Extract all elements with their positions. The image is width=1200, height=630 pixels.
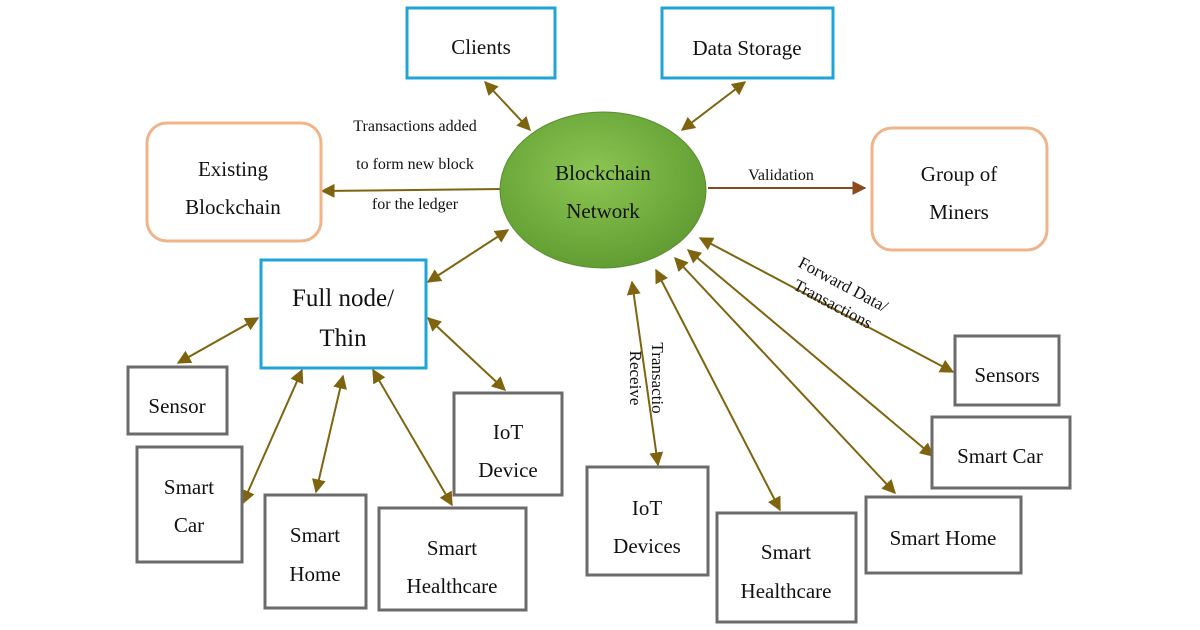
- right-sensors-box: Sensors: [953, 334, 1061, 407]
- right-smart-home-label: Smart Home: [890, 526, 997, 550]
- miners-line1: Group of: [921, 162, 997, 186]
- left-smart-car-box: Smart Car: [135, 445, 244, 564]
- right-smart-healthcare-line1: Smart: [761, 540, 811, 564]
- clients-box: Clients: [405, 6, 557, 80]
- edge-fullnode-smart-healthcare: [372, 368, 453, 507]
- transactions-added-line2: to form new block: [356, 156, 474, 173]
- transaction-receive-label: Transactio Receive: [626, 342, 667, 413]
- left-iot-device-line1: IoT: [493, 420, 523, 444]
- right-smart-car-box: Smart Car: [930, 415, 1072, 490]
- existing-blockchain-box: Existing Blockchain: [145, 121, 323, 243]
- transactions-added-label: Transactions added to form new block for…: [353, 118, 476, 213]
- right-iot-devices-box: IoT Devices: [585, 465, 710, 577]
- left-smart-healthcare-box: Smart Healthcare: [377, 506, 528, 612]
- right-smart-healthcare-line2: Healthcare: [741, 579, 832, 603]
- edge-storage-hub: [680, 81, 747, 131]
- edge-fullnode-sensor: [176, 317, 260, 364]
- left-smart-healthcare-line1: Smart: [427, 536, 477, 560]
- left-smart-home-line2: Home: [289, 562, 340, 586]
- hub-line2: Network: [566, 199, 640, 223]
- edge-hub-sensors: [698, 237, 955, 373]
- existing-blockchain-line1: Existing: [198, 157, 269, 181]
- full-node-line1: Full node/: [292, 285, 394, 312]
- left-iot-device-box: IoT Device: [452, 391, 564, 497]
- right-iot-devices-line2: Devices: [613, 534, 681, 558]
- data-storage-box: Data Storage: [660, 6, 835, 80]
- validation-label: Validation: [748, 167, 814, 184]
- edge-clients-hub: [484, 80, 531, 132]
- full-node-line2: Thin: [319, 325, 367, 352]
- left-smart-car-line1: Smart: [164, 475, 214, 499]
- edge-fullnode-smart-car: [241, 368, 304, 505]
- full-node-box: Full node/ Thin: [259, 258, 428, 370]
- blockchain-network-hub: Blockchain Network: [499, 111, 707, 269]
- left-sensor-box: Sensor: [126, 365, 229, 436]
- left-sensor-label: Sensor: [148, 394, 205, 418]
- forward-data-label: Forward Data/ Transactions: [790, 253, 891, 333]
- hub-line1: Blockchain: [555, 161, 651, 185]
- edge-hub-iot-devices: [626, 280, 664, 467]
- transaction-receive-line2: Receive: [626, 351, 645, 406]
- transaction-receive-line1: Transactio: [648, 342, 667, 413]
- left-smart-car-line2: Car: [174, 513, 204, 537]
- edge-fullnode-hub: [426, 229, 510, 283]
- left-smart-home-line1: Smart: [290, 523, 340, 547]
- transactions-added-line1: Transactions added: [353, 118, 476, 135]
- edge-fullnode-iot-device: [426, 317, 507, 391]
- right-smart-healthcare-box: Smart Healthcare: [715, 511, 858, 624]
- transactions-added-line3: for the ledger: [372, 196, 459, 213]
- right-smart-home-box: Smart Home: [864, 495, 1023, 575]
- edge-fullnode-smart-home: [312, 374, 347, 494]
- right-smart-car-label: Smart Car: [957, 444, 1043, 468]
- left-smart-healthcare-line2: Healthcare: [407, 574, 498, 598]
- miners-line2: Miners: [929, 200, 989, 224]
- group-of-miners-box: Group of Miners: [870, 126, 1049, 252]
- right-sensors-label: Sensors: [974, 363, 1039, 387]
- left-iot-device-line2: Device: [478, 458, 537, 482]
- data-storage-label: Data Storage: [692, 36, 801, 60]
- existing-blockchain-line2: Blockchain: [185, 195, 281, 219]
- clients-label: Clients: [451, 35, 511, 59]
- left-smart-home-box: Smart Home: [263, 493, 368, 610]
- edge-hub-existing-blockchain: [320, 183, 504, 198]
- right-iot-devices-line1: IoT: [632, 496, 662, 520]
